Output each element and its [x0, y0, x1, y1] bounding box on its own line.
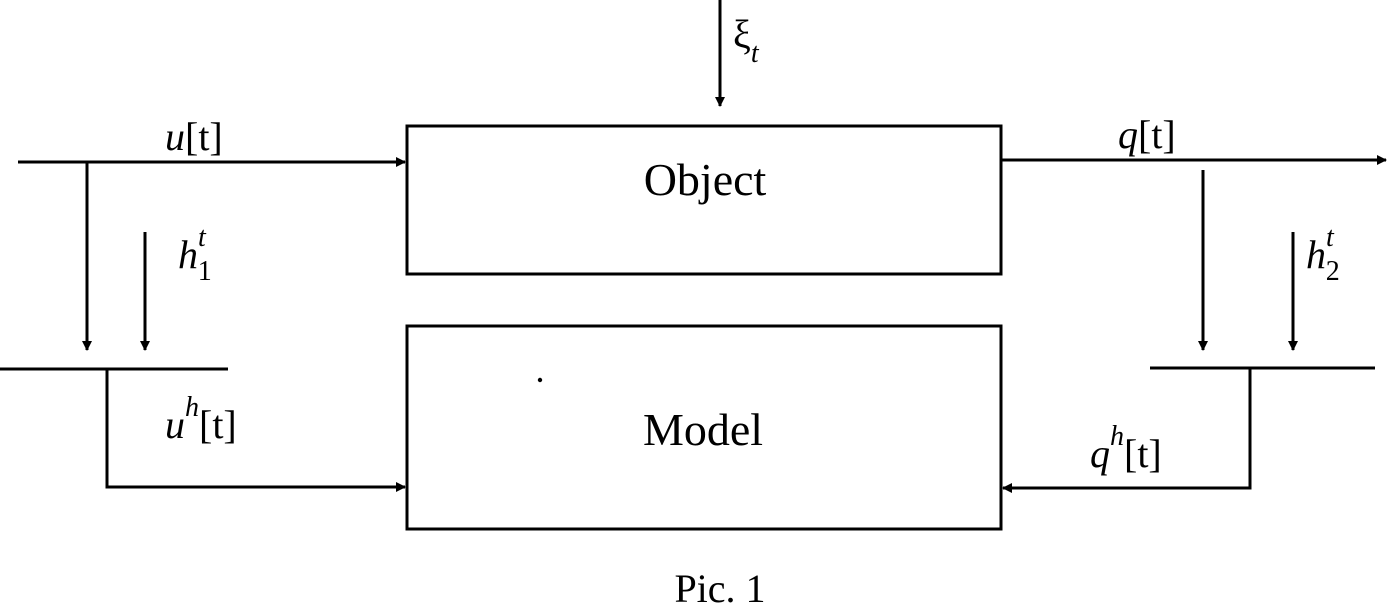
output-label: q[t]	[1118, 112, 1176, 157]
disturbance-label: ξt	[733, 12, 760, 69]
observed-input-label: uh[t]	[165, 392, 237, 447]
figure-caption: Pic. 1	[674, 566, 765, 611]
object-block: Object	[405, 124, 1003, 276]
stray-dot	[537, 377, 543, 383]
observed-output-arrow	[1002, 368, 1252, 493]
model-label: Model	[643, 404, 763, 455]
input-label: u[t]	[165, 114, 223, 159]
model-block: Model	[405, 324, 1003, 531]
observed-output-label: qh[t]	[1090, 421, 1162, 476]
object-label: Object	[644, 154, 767, 205]
observed-input-arrow	[105, 369, 406, 492]
